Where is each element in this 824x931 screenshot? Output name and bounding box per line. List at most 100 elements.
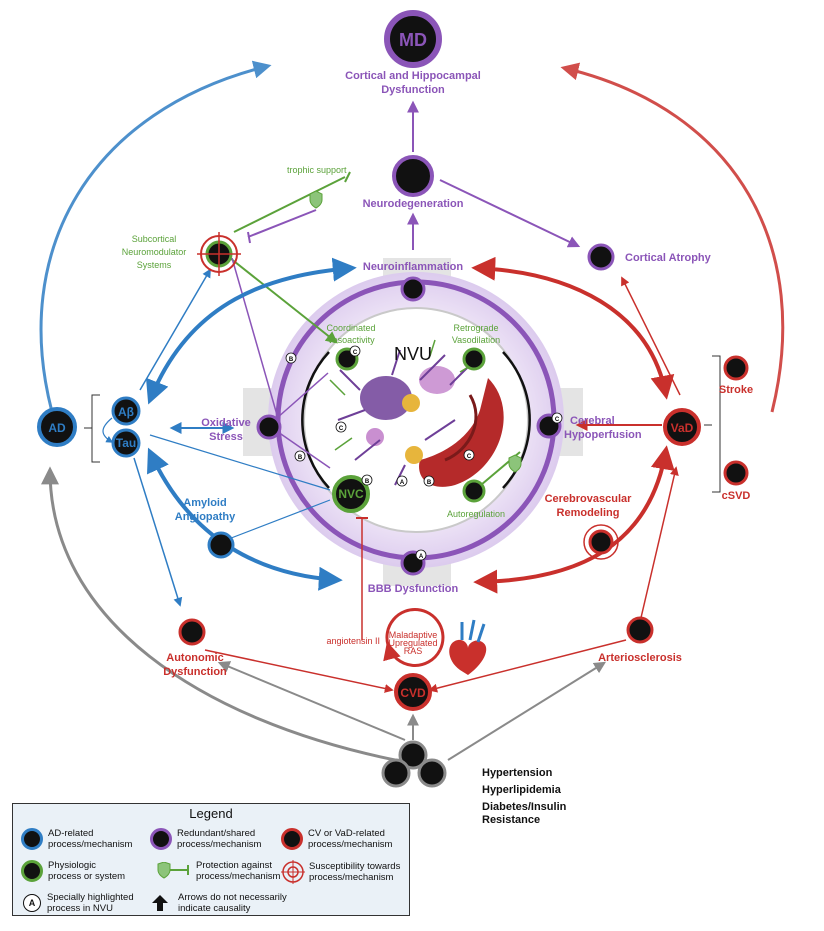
retrograde-line1: Retrograde	[453, 323, 498, 333]
subcortical-line1: Subcortical	[132, 234, 177, 244]
stroke-node	[723, 355, 749, 381]
svg-text:B: B	[298, 455, 303, 461]
oxidative-line1: Oxidative	[201, 417, 251, 429]
tau-label: Tau	[116, 436, 136, 450]
badge-b-vessel: B	[423, 475, 435, 487]
risk-hyperlipidemia: Hyperlipidemia	[482, 784, 561, 796]
cvd-label: CVD	[400, 686, 426, 700]
neurodegeneration-node	[392, 155, 434, 197]
vad-label: VaD	[671, 421, 694, 435]
svg-text:C: C	[555, 417, 560, 423]
csvd-node	[723, 460, 749, 486]
legend-ad-dot	[21, 828, 43, 850]
csvd-label: cSVD	[722, 490, 751, 502]
abeta-node: Aβ	[111, 396, 141, 426]
neuroinflammation-node	[400, 276, 426, 302]
svg-text:B: B	[427, 480, 432, 486]
cerebral-line1: Cerebral	[570, 415, 615, 427]
astrocyte-illustration	[360, 376, 412, 420]
badge-c-coordinated: C	[349, 345, 361, 357]
svg-text:C: C	[353, 350, 358, 356]
md-label: MD	[399, 30, 427, 50]
tau-node: Tau	[111, 428, 141, 458]
autonomic-line1: Autonomic	[166, 652, 223, 664]
trophic-shield-icon	[309, 190, 323, 209]
amyloid-line1: Amyloid	[183, 497, 226, 509]
vad-node: VaD	[663, 408, 701, 446]
trophic-support-label: trophic support	[287, 165, 347, 175]
ad-label: AD	[48, 421, 66, 435]
subcortical-line2: Neuromodulator	[122, 247, 187, 257]
neuroinflammation-label: Neuroinflammation	[363, 261, 464, 273]
subcortical-line3: Systems	[137, 260, 172, 270]
amyloid-node	[207, 531, 235, 559]
cortical-dysfunction-line1: Cortical and Hippocampal	[345, 70, 481, 82]
badge-a-bbb: A	[415, 549, 427, 561]
nvc-label: NVC	[338, 487, 364, 501]
oxidative-line2: Stress	[209, 431, 243, 443]
target-icon	[281, 860, 305, 884]
bbb-label: BBB Dysfunction	[368, 583, 459, 595]
ras-line2: Upregulated	[388, 638, 437, 648]
badge-c-3: C	[335, 421, 347, 433]
nodes: MD Cortical and Hippocampal Dysfunction …	[37, 10, 753, 788]
coordinated-line1: Coordinated	[326, 323, 375, 333]
protection-shield-icon	[157, 862, 189, 879]
badge-b-nvc: B	[361, 474, 373, 486]
connectors	[39, 60, 785, 762]
ras-line3: RAS	[404, 646, 423, 656]
cortical-atrophy-node	[587, 243, 615, 271]
svg-text:B: B	[365, 479, 370, 485]
coordinated-line2: Vasoactivity	[327, 335, 375, 345]
badge-c-cerebral: C	[551, 412, 563, 424]
angiotensin-label: angiotensin II	[326, 636, 380, 646]
legend-physiologic-dot	[21, 860, 43, 882]
ad-node: AD	[37, 407, 77, 447]
svg-text:A: A	[400, 480, 405, 486]
cerebral-line2: Hypoperfusion	[564, 429, 642, 441]
svg-text:C: C	[339, 426, 344, 432]
cortical-dysfunction-line2: Dysfunction	[381, 84, 445, 96]
cvd-node: CVD	[394, 673, 432, 711]
cerebrovascular-node	[583, 524, 619, 560]
retrograde-line2: Vasodilation	[452, 335, 500, 345]
badge-b-1: B	[285, 352, 297, 364]
retrograde-node	[462, 347, 486, 371]
badge-a-vessel: A	[396, 475, 408, 487]
legend-shared-dot	[150, 828, 172, 850]
autonomic-node	[178, 618, 206, 646]
md-node: MD	[384, 10, 442, 68]
risk-resistance: Resistance	[482, 814, 541, 826]
heart-icon	[449, 619, 487, 675]
stroke-label: Stroke	[719, 384, 753, 396]
badge-b-2: B	[294, 450, 306, 462]
svg-text:B: B	[289, 357, 294, 363]
autoregulation-node	[462, 479, 486, 503]
risk-factor-cluster	[381, 740, 447, 788]
autoregulation-label: Autoregulation	[447, 509, 505, 519]
autoregulation-shield-icon	[508, 454, 522, 473]
cerebrovascular-line2: Remodeling	[557, 507, 620, 519]
autonomic-line2: Dysfunction	[163, 666, 227, 678]
amyloid-line2: Angiopathy	[175, 511, 236, 523]
cortical-atrophy-label: Cortical Atrophy	[625, 252, 712, 264]
neurodegeneration-label: Neurodegeneration	[363, 198, 464, 210]
up-arrow-icon	[152, 895, 168, 911]
legend-cv-dot	[281, 828, 303, 850]
nvc-node: NVC	[332, 475, 370, 513]
neuron-illustration	[419, 366, 455, 394]
subcortical-node	[197, 232, 241, 276]
badge-c-4: C	[463, 449, 475, 461]
risk-diabetes: Diabetes/Insulin	[482, 801, 567, 813]
risk-hypertension: Hypertension	[482, 767, 553, 779]
oxidative-node	[256, 414, 282, 440]
abeta-label: Aβ	[118, 405, 134, 419]
